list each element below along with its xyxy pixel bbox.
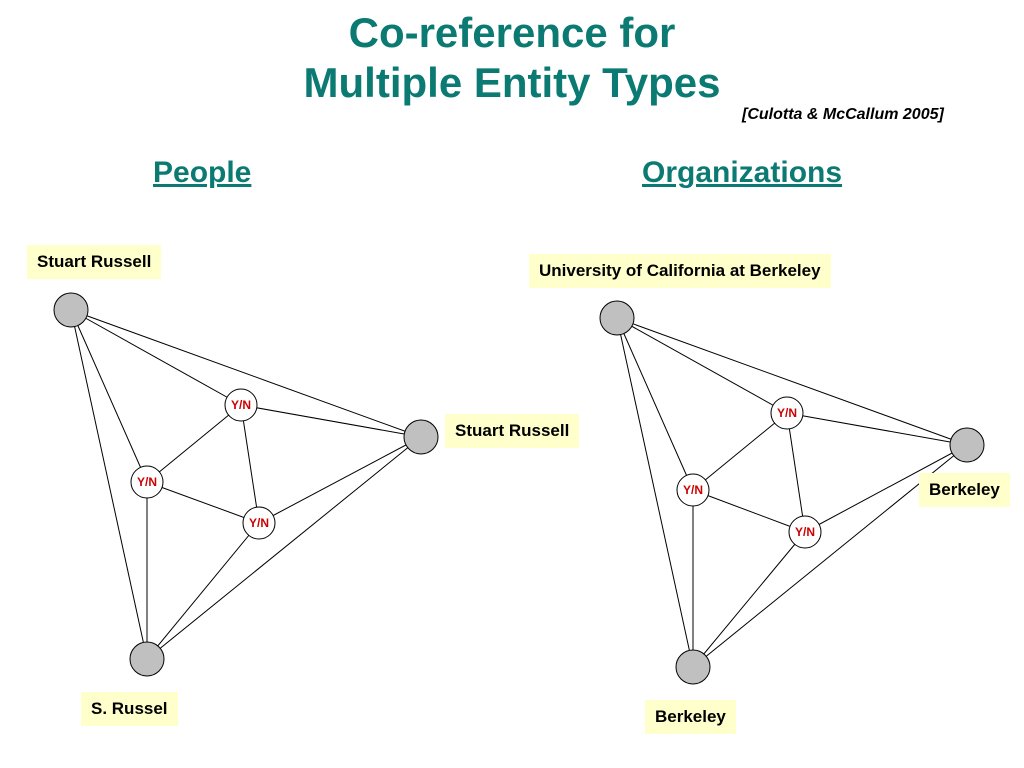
- factor-node: [788, 515, 822, 549]
- factor-node: [130, 465, 164, 499]
- mention-node: [675, 649, 711, 685]
- edge: [692, 531, 806, 668]
- people-graph: Y/N Y/N Y/N: [53, 292, 439, 677]
- edge: [692, 489, 806, 533]
- mention-node: [599, 300, 635, 336]
- edge: [146, 522, 260, 660]
- edge: [258, 436, 422, 524]
- title-line-2: Multiple Entity Types: [303, 59, 721, 106]
- factor-label: Y/N: [137, 475, 157, 489]
- citation: [Culotta & McCallum 2005]: [742, 106, 944, 123]
- mention-node: [403, 419, 439, 455]
- edge: [616, 317, 694, 668]
- mention-label: Berkeley: [645, 700, 736, 734]
- edge: [616, 317, 968, 446]
- edge: [692, 412, 788, 491]
- edge: [616, 317, 694, 491]
- edge: [146, 481, 260, 524]
- edge: [146, 404, 242, 483]
- edge: [146, 436, 422, 660]
- edge: [240, 404, 260, 524]
- mention-node: [949, 427, 985, 463]
- edge: [70, 309, 422, 438]
- factor-label: Y/N: [249, 516, 269, 530]
- edge: [240, 404, 422, 438]
- organizations-heading: Organizations: [642, 156, 843, 189]
- factor-label: Y/N: [795, 525, 815, 539]
- factor-label: Y/N: [777, 406, 797, 420]
- factor-node: [770, 396, 804, 430]
- people-heading: People: [153, 156, 252, 189]
- factor-node: [224, 388, 258, 422]
- edge: [70, 309, 242, 406]
- mention-label: Berkeley: [919, 473, 1010, 507]
- factor-node: [676, 473, 710, 507]
- edge: [786, 412, 806, 533]
- mention-label: Stuart Russell: [27, 245, 162, 279]
- mention-label: University of California at Berkeley: [529, 254, 831, 288]
- factor-node: [242, 506, 276, 540]
- factor-label: Y/N: [231, 398, 251, 412]
- mention-node: [53, 292, 89, 328]
- mention-label: Stuart Russell: [445, 414, 580, 448]
- organizations-graph: Y/N Y/N Y/N: [599, 300, 985, 685]
- edge: [804, 444, 968, 533]
- mention-node: [129, 641, 165, 677]
- title-line-1: Co-reference for: [348, 9, 676, 56]
- edge: [70, 309, 148, 483]
- mention-label: S. Russel: [81, 692, 178, 726]
- edge: [786, 412, 968, 446]
- edge: [70, 309, 148, 660]
- edge: [616, 317, 788, 414]
- factor-label: Y/N: [683, 483, 703, 497]
- slide-title: Co-reference for Multiple Entity Types: [0, 8, 1024, 108]
